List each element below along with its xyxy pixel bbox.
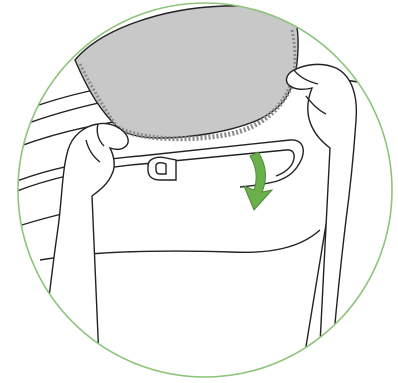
latch-clip [148,157,176,180]
